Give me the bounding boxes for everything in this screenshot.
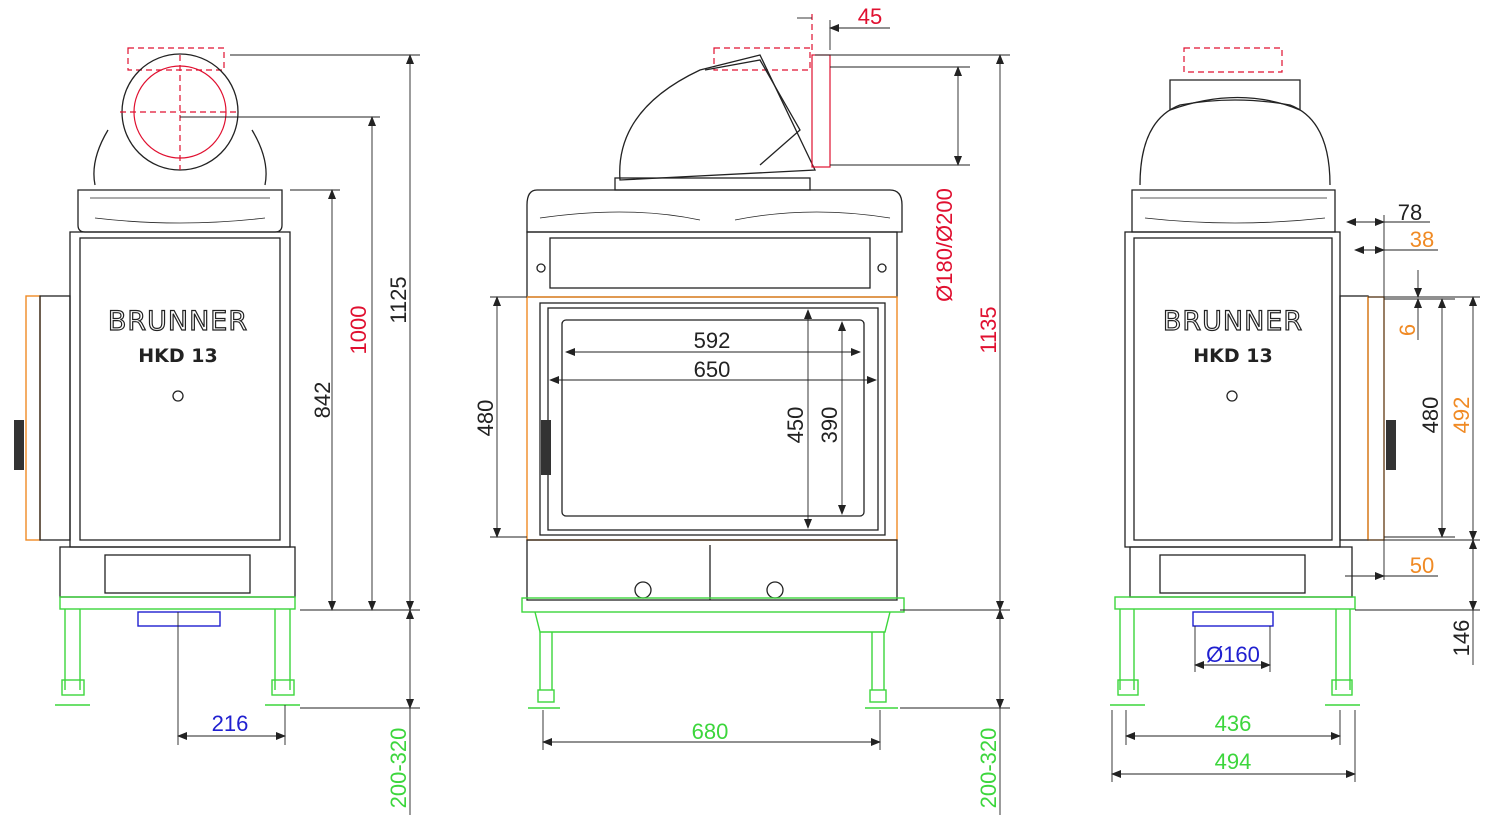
front-view: 45 592 650 450 390 480 xyxy=(473,4,1010,815)
dim-flue-diameter: Ø180/Ø200 xyxy=(932,188,957,302)
dim-flue-offset-top: 45 xyxy=(858,4,882,29)
dim-flue-height: 1000 xyxy=(346,306,371,355)
handle-spring-icon xyxy=(14,420,24,470)
door-handle-icon xyxy=(541,420,551,475)
dim-frame-height: 492 xyxy=(1449,397,1474,434)
brand-label: BRUNNER xyxy=(108,306,248,337)
brand-label-right: BRUNNER xyxy=(1163,306,1303,337)
dim-flue-offset: 216 xyxy=(212,711,249,736)
dim-glass-height-outer: 450 xyxy=(783,407,808,444)
dim-door-height-right: 480 xyxy=(1418,397,1443,434)
dim-stand-width: 680 xyxy=(692,719,729,744)
dim-offset-6: 6 xyxy=(1395,324,1420,336)
model-label: HKD 13 xyxy=(138,345,217,367)
dim-air-diameter: Ø160 xyxy=(1206,642,1260,667)
dim-door-height: 480 xyxy=(473,400,498,437)
dim-stand-height: 200-320 xyxy=(386,728,411,809)
left-side-view: BRUNNER HKD 13 216 842 1000 1125 200 xyxy=(14,47,420,815)
dim-glass-height-inner: 390 xyxy=(817,407,842,444)
right-side-view: BRUNNER HKD 13 Ø160 436 494 78 38 xyxy=(1110,47,1480,782)
dim-stand-inner: 436 xyxy=(1215,711,1252,736)
dim-stand-outer: 494 xyxy=(1215,749,1252,774)
dim-glass-width-inner: 592 xyxy=(694,328,731,353)
handle-spring-icon-right xyxy=(1386,420,1396,470)
dim-depth-78: 78 xyxy=(1398,200,1422,225)
model-label-right: HKD 13 xyxy=(1193,345,1272,367)
dim-depth-38: 38 xyxy=(1410,227,1434,252)
dim-base-height: 146 xyxy=(1449,620,1474,657)
dim-front-total-height: 1135 xyxy=(976,306,1001,353)
dim-front-stand-height: 200-320 xyxy=(976,728,1001,809)
dim-glass-width-outer: 650 xyxy=(694,357,731,382)
dim-total-height: 1125 xyxy=(386,276,411,323)
dim-body-height: 842 xyxy=(310,382,335,419)
dim-offset-50: 50 xyxy=(1410,553,1434,578)
